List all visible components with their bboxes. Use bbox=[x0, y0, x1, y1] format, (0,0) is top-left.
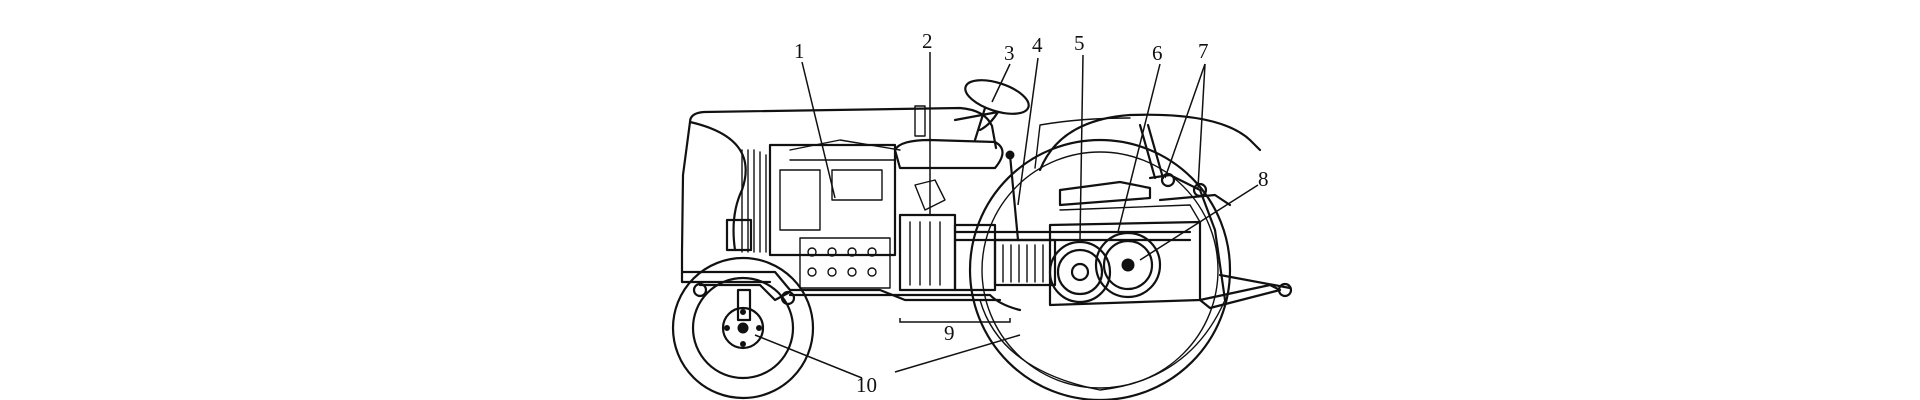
callout-7: 7 bbox=[1198, 39, 1209, 63]
lower-chassis-line bbox=[788, 293, 1022, 312]
gearbox bbox=[993, 238, 1057, 287]
callout-10: 10 bbox=[856, 373, 877, 397]
front-axle bbox=[692, 282, 796, 322]
leader-8 bbox=[1139, 184, 1259, 261]
callout-4: 4 bbox=[1032, 33, 1043, 57]
rear-axle-housing bbox=[1048, 204, 1202, 307]
front-grille bbox=[741, 149, 767, 253]
tractor-illustration bbox=[671, 79, 1293, 400]
rear-fender bbox=[1038, 113, 1262, 172]
rear-drawbar bbox=[1198, 228, 1293, 310]
leader-1 bbox=[801, 61, 836, 199]
steering-wheel bbox=[953, 79, 1030, 142]
leader-10a bbox=[754, 334, 863, 379]
bracket-9 bbox=[899, 318, 1011, 323]
leader-10b bbox=[894, 334, 1021, 373]
front-wheel bbox=[671, 256, 815, 400]
callout-1: 1 bbox=[794, 39, 805, 63]
leader-lines bbox=[754, 52, 1259, 379]
leader-7a bbox=[1164, 63, 1206, 179]
callout-5: 5 bbox=[1074, 31, 1085, 55]
callout-2: 2 bbox=[922, 29, 933, 53]
callout-3: 3 bbox=[1004, 41, 1015, 65]
leader-5 bbox=[1079, 54, 1084, 241]
leader-6 bbox=[1117, 63, 1161, 233]
bevel-gear bbox=[1048, 240, 1112, 304]
callout-labels: 1 2 3 4 5 6 7 8 9 10 bbox=[794, 29, 1269, 397]
clutch-housing bbox=[898, 179, 997, 292]
leader-4 bbox=[1017, 57, 1039, 206]
callout-6: 6 bbox=[1152, 41, 1163, 65]
drive-shaft bbox=[953, 230, 1192, 242]
chassis-frame bbox=[680, 250, 1002, 302]
callout-9: 9 bbox=[944, 321, 955, 345]
hydraulic-lift-linkage bbox=[1148, 172, 1232, 232]
seat bbox=[1058, 123, 1165, 207]
crown-gear bbox=[1094, 231, 1162, 299]
battery-box bbox=[725, 218, 753, 252]
leader-7b bbox=[1197, 63, 1206, 189]
hood-outline bbox=[680, 106, 998, 254]
gear-lever bbox=[1005, 150, 1020, 242]
rear-fender-inner bbox=[1034, 117, 1131, 169]
leader-3 bbox=[991, 63, 1011, 103]
fuel-tank bbox=[893, 105, 1004, 170]
rear-wheel bbox=[968, 138, 1232, 400]
callout-8: 8 bbox=[1258, 167, 1269, 191]
engine-block bbox=[768, 139, 901, 289]
